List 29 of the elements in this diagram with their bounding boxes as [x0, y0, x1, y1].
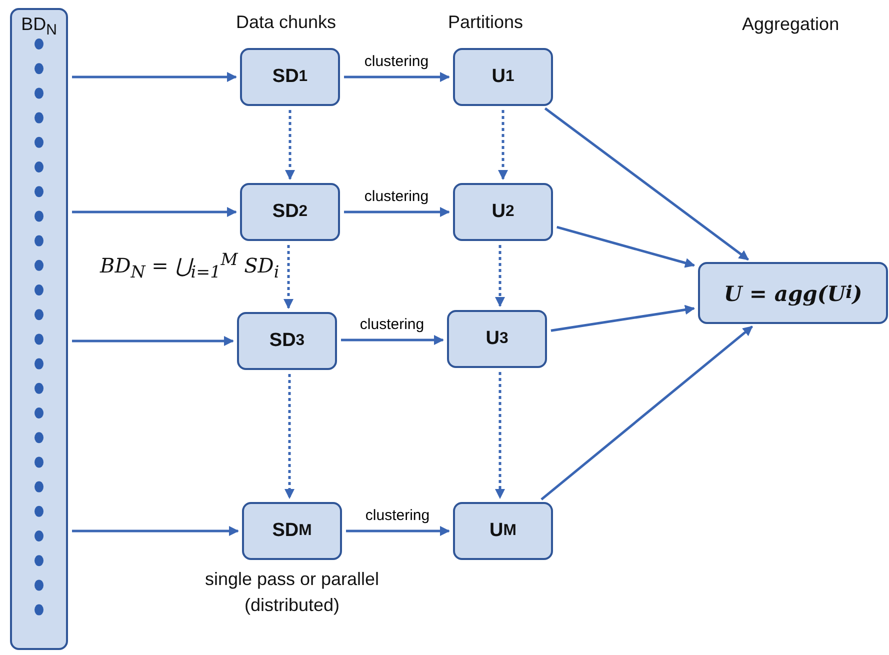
dotted-arrow: [284, 245, 294, 309]
column-heading: Data chunks: [236, 12, 336, 33]
arrow: [341, 335, 444, 345]
arrow: [346, 526, 450, 536]
arrow: [344, 207, 450, 217]
union-formula: BD$_{N}$ = ⋃$_{i=1}$$^{M}$ SD$_{i}$: [100, 250, 280, 282]
dotted-arrow: [498, 110, 508, 180]
edge-label: clustering: [362, 53, 431, 70]
column-heading: Partitions: [448, 12, 524, 33]
arrow: [72, 336, 234, 346]
dotted-arrow: [284, 374, 294, 499]
dotted-arrow: [495, 372, 505, 499]
arrow: [72, 72, 237, 82]
edge-label: clustering: [358, 316, 426, 333]
node-caption: single pass or parallel (distributed): [204, 568, 380, 617]
arrow: [556, 226, 696, 268]
edge-label: clustering: [362, 188, 431, 205]
dataset-label: BD$_{N}$: [21, 14, 57, 39]
arrow: [544, 107, 749, 261]
arrow: [540, 326, 753, 500]
edge-label: clustering: [363, 507, 432, 524]
dataset-bar: [10, 8, 68, 650]
arrow: [72, 526, 239, 536]
arrow: [550, 304, 696, 332]
dotted-arrow: [495, 245, 505, 307]
arrow: [344, 72, 450, 82]
column-heading: Aggregation: [742, 14, 840, 35]
dotted-arrow: [285, 110, 295, 180]
arrow: [72, 207, 237, 217]
